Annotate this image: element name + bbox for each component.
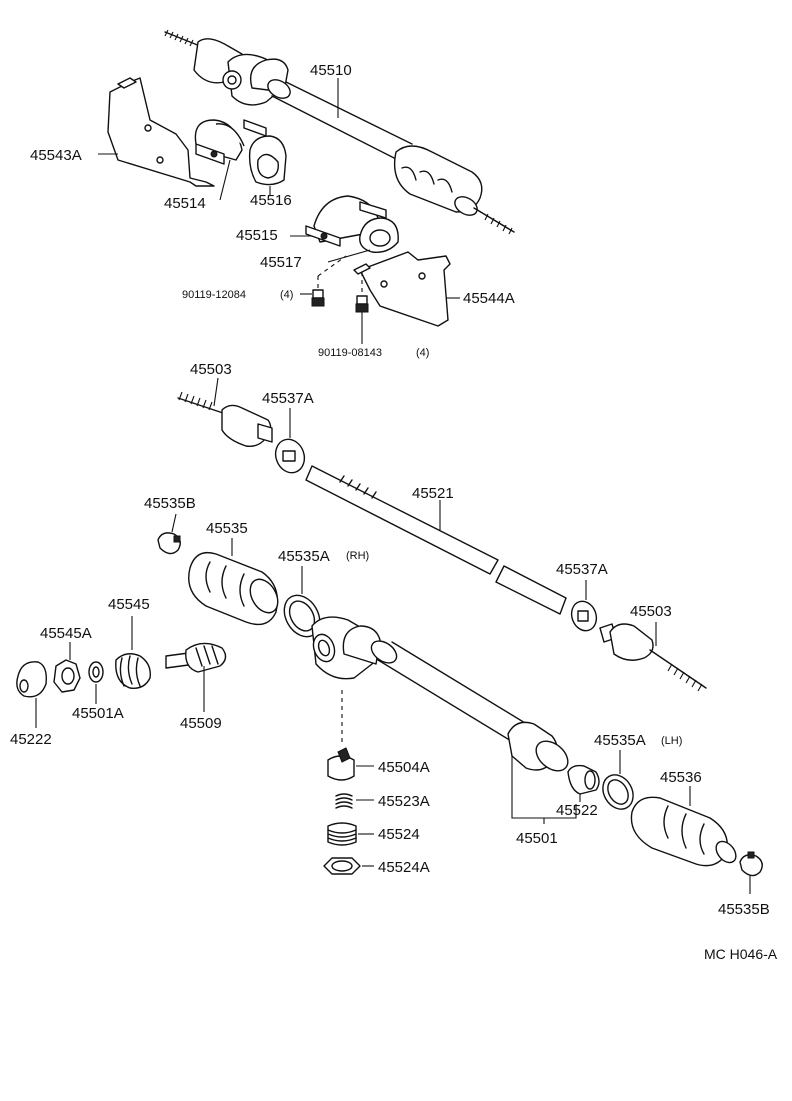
label-45536: 45536 [660,769,702,786]
label-45537A-lower: 45537A [556,561,608,578]
label-90119-12084-qty: (4) [280,289,293,301]
rack-bar-45521 [305,465,567,615]
lock-nut-45524A [323,857,374,875]
label-90119-08143-qty: (4) [416,347,429,359]
bolt-90119-08143 [355,272,369,344]
oil-seal-45501A [88,661,104,704]
boot-clamp-45535B-right [739,851,763,894]
label-45537A-upper: 45537A [262,390,314,407]
boot-clamp-45535B-left [157,513,181,555]
label-45514: 45514 [164,195,206,212]
boot-45535 [188,538,279,626]
label-45521: 45521 [412,485,454,502]
label-45535A-rh: 45535A [278,548,330,565]
label-45509: 45509 [180,715,222,732]
label-45523A: 45523A [378,793,430,810]
label-45503-upper: 45503 [190,361,232,378]
label-45503-lower: 45503 [630,603,672,620]
bracket-45544A [353,251,460,327]
label-45535B-left: 45535B [144,495,196,512]
dust-cover-45222 [16,661,48,728]
guide-cap-45524 [327,822,374,846]
bracket-45543A [98,77,215,187]
label-45524A: 45524A [378,859,430,876]
label-45504A: 45504A [378,759,430,776]
bush-45517 [327,217,399,263]
label-45535B-right: 45535B [718,901,770,918]
label-45515: 45515 [236,227,278,244]
adjusting-screw-45545 [115,616,151,689]
boot-45536 [630,786,737,867]
band-45535A-rh [283,566,321,638]
label-45501: 45501 [516,830,558,847]
diagram-code: MC H046-A [704,946,778,962]
steering-rack-assembly [164,29,515,235]
band-45535A-lh [602,750,634,810]
bushing-45522 [567,764,600,802]
label-90119-12084: 90119-12084 [182,289,246,301]
rack-guide-45504A [327,747,374,781]
bush-45516 [248,135,287,196]
label-45545: 45545 [108,596,150,613]
label-90119-08143: 90119-08143 [318,347,382,359]
label-45535A-lh: 45535A [594,732,646,749]
tie-rod-end-45503-right [599,622,707,692]
rack-housing-45501 [311,616,577,824]
label-45524: 45524 [378,826,420,843]
spring-45523A [335,793,374,809]
label-45501A: 45501A [72,705,124,722]
label-45543A: 45543A [30,147,82,164]
pinion-shaft-45509 [165,642,227,712]
label-lh-suffix: (LH) [661,735,682,747]
label-rh-suffix: (RH) [346,550,369,562]
lock-nut-45545A [53,642,81,693]
washer-45537A-lower [570,580,598,632]
label-45522: 45522 [556,802,598,819]
label-45545A: 45545A [40,625,92,642]
label-45510: 45510 [310,62,352,79]
label-45517: 45517 [260,254,302,271]
label-45516: 45516 [250,192,292,209]
label-45222: 45222 [10,731,52,748]
washer-45537A-upper [274,408,306,474]
tie-rod-end-45503-left [177,377,273,448]
label-45544A: 45544A [463,290,515,307]
clamp-45514 [194,119,267,201]
bolt-90119-12084 [300,255,347,307]
label-45535: 45535 [206,520,248,537]
